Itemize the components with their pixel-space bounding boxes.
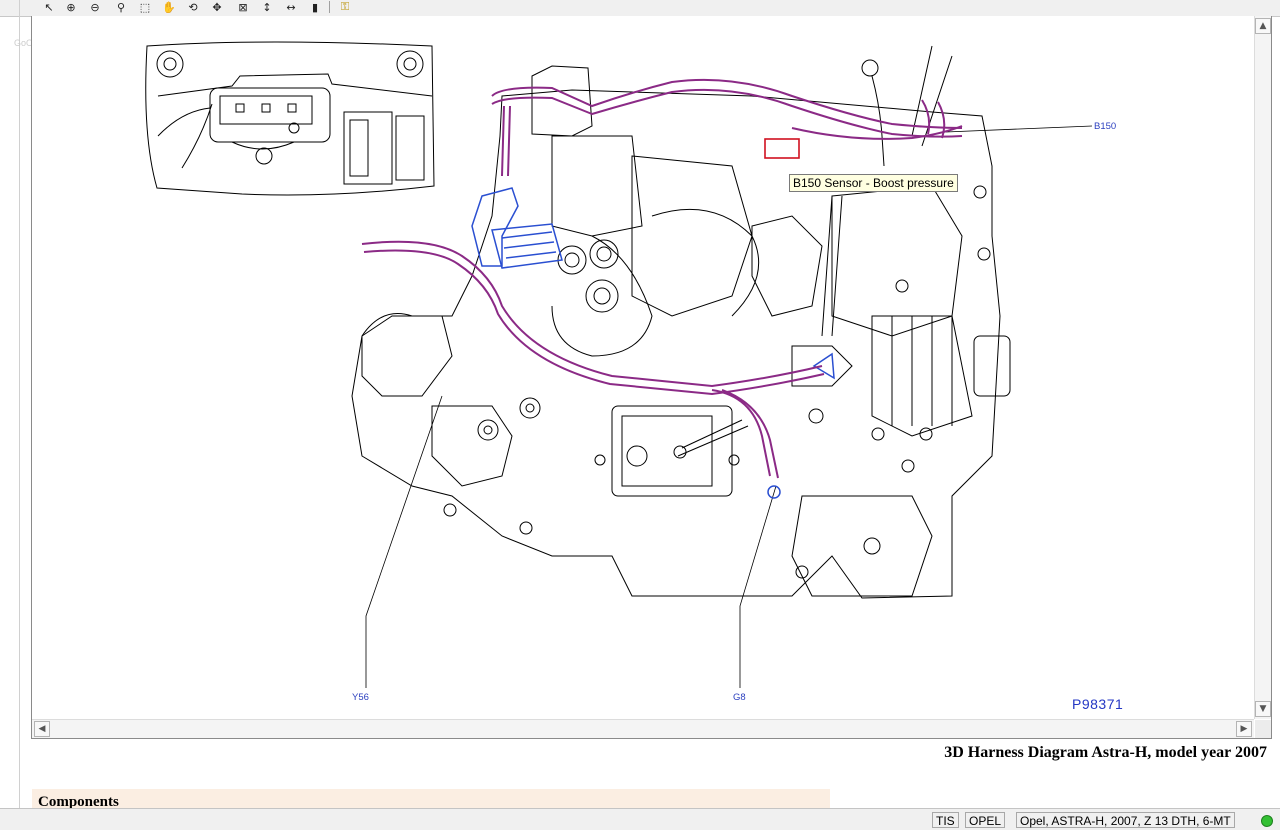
- harness-main: [361, 240, 823, 388]
- label-b150[interactable]: B150: [1094, 121, 1117, 132]
- bar-chart-icon[interactable]: ▮: [311, 0, 319, 14]
- blue-highlight-connector: [812, 352, 835, 380]
- horizontal-scrollbar[interactable]: ◀ ▶: [32, 719, 1254, 738]
- connector-inset-outline: [145, 41, 435, 196]
- picture-number: P98371: [1072, 696, 1124, 712]
- scroll-down-arrow-icon[interactable]: ▼: [1255, 701, 1271, 717]
- scroll-up-arrow-icon[interactable]: ▲: [1255, 18, 1271, 34]
- zoom-out-icon[interactable]: ⊖: [90, 0, 100, 14]
- diagram-caption: 3D Harness Diagram Astra-H, model year 2…: [944, 744, 1267, 761]
- blue-highlight-duct: [471, 187, 519, 267]
- toolbar: ↖ ⊕ ⊖ ⚲ ⬚ ✋ ⟲ ✥ ⊠ ↕ ↔ ▮ ⚿: [0, 0, 1280, 17]
- connection-status-icon: [1261, 815, 1273, 827]
- label-y56[interactable]: Y56: [352, 692, 369, 703]
- vertical-scrollbar[interactable]: ▲ ▼: [1254, 16, 1271, 719]
- label-g8[interactable]: G8: [733, 692, 746, 703]
- status-app: TIS: [932, 812, 959, 828]
- fit-all-icon[interactable]: ⊠: [238, 0, 248, 14]
- zoom-in-icon[interactable]: ⊕: [66, 0, 76, 14]
- rotate-icon[interactable]: ⟲: [188, 0, 198, 14]
- status-bar: TIS OPEL Opel, ASTRA-H, 2007, Z 13 DTH, …: [0, 808, 1280, 830]
- diagram-viewer[interactable]: B150 Y56 G8 P98371 B150 Sensor - Boost p…: [31, 16, 1272, 739]
- select-arrow-icon[interactable]: ↖: [44, 0, 54, 14]
- b150-selection-box: [764, 138, 800, 159]
- components-heading: Components: [38, 794, 119, 810]
- leader-line-g8: [739, 485, 777, 688]
- fit-height-icon[interactable]: ↕: [262, 0, 272, 14]
- zoom-window-icon[interactable]: ⬚: [139, 0, 151, 14]
- engine-harness-drawing[interactable]: [32, 16, 1254, 719]
- scroll-corner: [1255, 720, 1271, 738]
- leader-line-b150: [945, 125, 1093, 133]
- status-vehicle: Opel, ASTRA-H, 2007, Z 13 DTH, 6-MT: [1016, 812, 1235, 828]
- pan-hand-icon[interactable]: ✋: [162, 0, 176, 14]
- toolbar-separator: [329, 1, 330, 13]
- harness-upper: [491, 78, 963, 129]
- components-section: Components: [32, 789, 830, 811]
- leader-line-y56: [365, 395, 443, 688]
- component-tooltip: B150 Sensor - Boost pressure: [789, 174, 958, 192]
- scroll-left-arrow-icon[interactable]: ◀: [34, 721, 50, 737]
- scroll-right-arrow-icon[interactable]: ▶: [1236, 721, 1252, 737]
- fit-width-icon[interactable]: ↔: [286, 0, 296, 14]
- move-icon[interactable]: ✥: [212, 0, 222, 14]
- key-icon[interactable]: ⚿: [340, 0, 350, 13]
- magnifier-icon[interactable]: ⚲: [116, 0, 126, 14]
- status-brand: OPEL: [965, 812, 1006, 828]
- left-panel-edge: [19, 0, 20, 808]
